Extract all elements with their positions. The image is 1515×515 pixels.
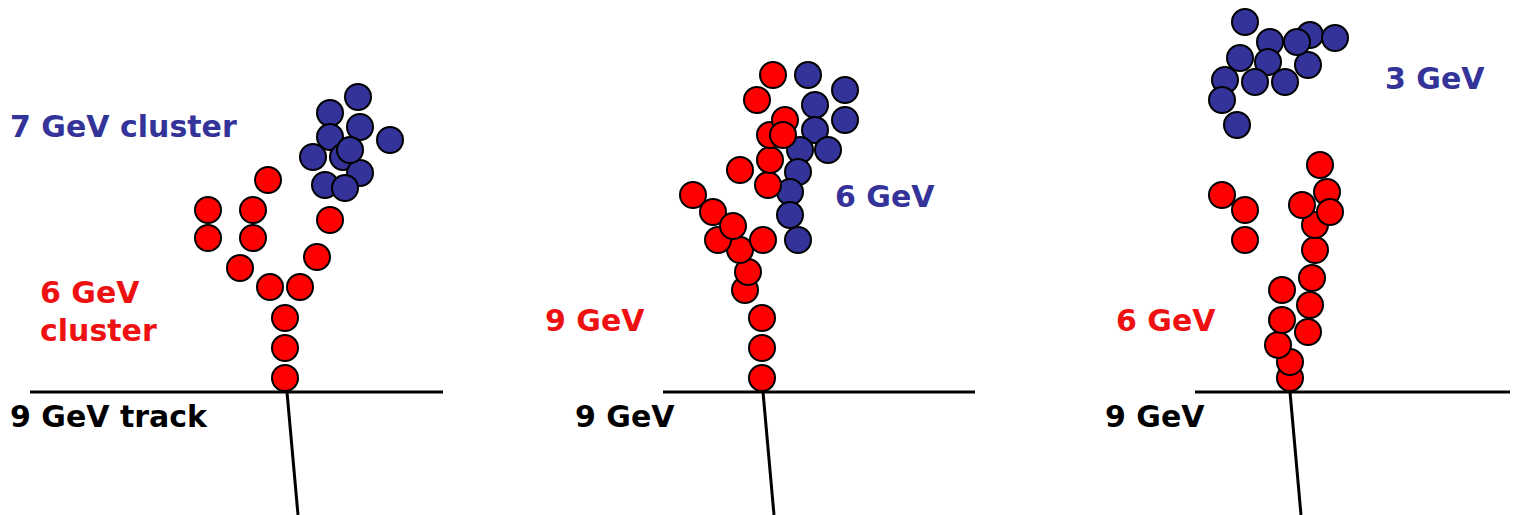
hit-dot bbox=[757, 147, 783, 173]
hit-dot bbox=[1299, 265, 1325, 291]
hit-dot bbox=[1232, 9, 1258, 35]
hit-dot bbox=[720, 213, 746, 239]
hit-dot bbox=[377, 127, 403, 153]
cluster-energy-label: 6 GeV cluster bbox=[40, 274, 190, 350]
hit-dot bbox=[255, 167, 281, 193]
hit-dot bbox=[227, 255, 253, 281]
hit-dot bbox=[1224, 112, 1250, 138]
hit-dot bbox=[832, 107, 858, 133]
track-momentum-label: 9 GeV track bbox=[10, 398, 207, 436]
hit-dot bbox=[1232, 227, 1258, 253]
cluster-energy-label: 6 GeV bbox=[1116, 302, 1216, 340]
hit-dot bbox=[337, 137, 363, 163]
hit-dot bbox=[785, 227, 811, 253]
hit-dot bbox=[1302, 237, 1328, 263]
hit-dot bbox=[272, 335, 298, 361]
hit-dot bbox=[1265, 332, 1291, 358]
hit-dot bbox=[750, 227, 776, 253]
hit-dot bbox=[815, 137, 841, 163]
hit-dot bbox=[727, 157, 753, 183]
hit-dot bbox=[1297, 292, 1323, 318]
hit-dot bbox=[1227, 45, 1253, 71]
hit-dot bbox=[240, 225, 266, 251]
hit-dot bbox=[287, 274, 313, 300]
hit-dot bbox=[1269, 277, 1295, 303]
hit-dot bbox=[1295, 52, 1321, 78]
hit-dot bbox=[317, 100, 343, 126]
cluster-energy-label: 9 GeV bbox=[545, 302, 645, 340]
hit-dot bbox=[1269, 307, 1295, 333]
detector-lines bbox=[30, 392, 1510, 515]
hit-dot bbox=[749, 335, 775, 361]
hit-dot bbox=[770, 122, 796, 148]
hit-dot bbox=[832, 77, 858, 103]
track-momentum-label: 9 GeV bbox=[575, 398, 675, 436]
hit-dot bbox=[1317, 199, 1343, 225]
hit-dot bbox=[1209, 182, 1235, 208]
hit-dot bbox=[1209, 87, 1235, 113]
hit-dot bbox=[1242, 69, 1268, 95]
hit-dot bbox=[304, 244, 330, 270]
hit-dot bbox=[749, 365, 775, 391]
hit-dot bbox=[240, 197, 266, 223]
hit-dot bbox=[1272, 69, 1298, 95]
hit-dot bbox=[257, 274, 283, 300]
hit-dot bbox=[300, 144, 326, 170]
hit-dot bbox=[272, 305, 298, 331]
hit-dot bbox=[272, 365, 298, 391]
hit-dot bbox=[317, 207, 343, 233]
hit-dot bbox=[777, 202, 803, 228]
hit-dot bbox=[195, 197, 221, 223]
hit-dot bbox=[1295, 319, 1321, 345]
hit-dot bbox=[1322, 25, 1348, 51]
hit-dot bbox=[802, 92, 828, 118]
cluster-energy-label: 7 GeV cluster bbox=[10, 108, 237, 146]
hit-dot bbox=[1307, 152, 1333, 178]
hit-dot bbox=[1289, 192, 1315, 218]
hit-dot bbox=[332, 175, 358, 201]
hit-dot bbox=[1284, 29, 1310, 55]
hit-dot bbox=[1232, 197, 1258, 223]
hit-dot bbox=[755, 172, 781, 198]
hit-dot bbox=[345, 84, 371, 110]
hit-dot bbox=[795, 62, 821, 88]
hit-dot bbox=[760, 62, 786, 88]
cluster-energy-label: 6 GeV bbox=[835, 178, 935, 216]
hit-dot bbox=[744, 87, 770, 113]
hit-dot bbox=[749, 305, 775, 331]
track-momentum-label: 9 GeV bbox=[1105, 398, 1205, 436]
calorimeter-hits bbox=[195, 9, 1348, 391]
cluster-energy-label: 3 GeV bbox=[1385, 60, 1485, 98]
hit-dot bbox=[195, 225, 221, 251]
